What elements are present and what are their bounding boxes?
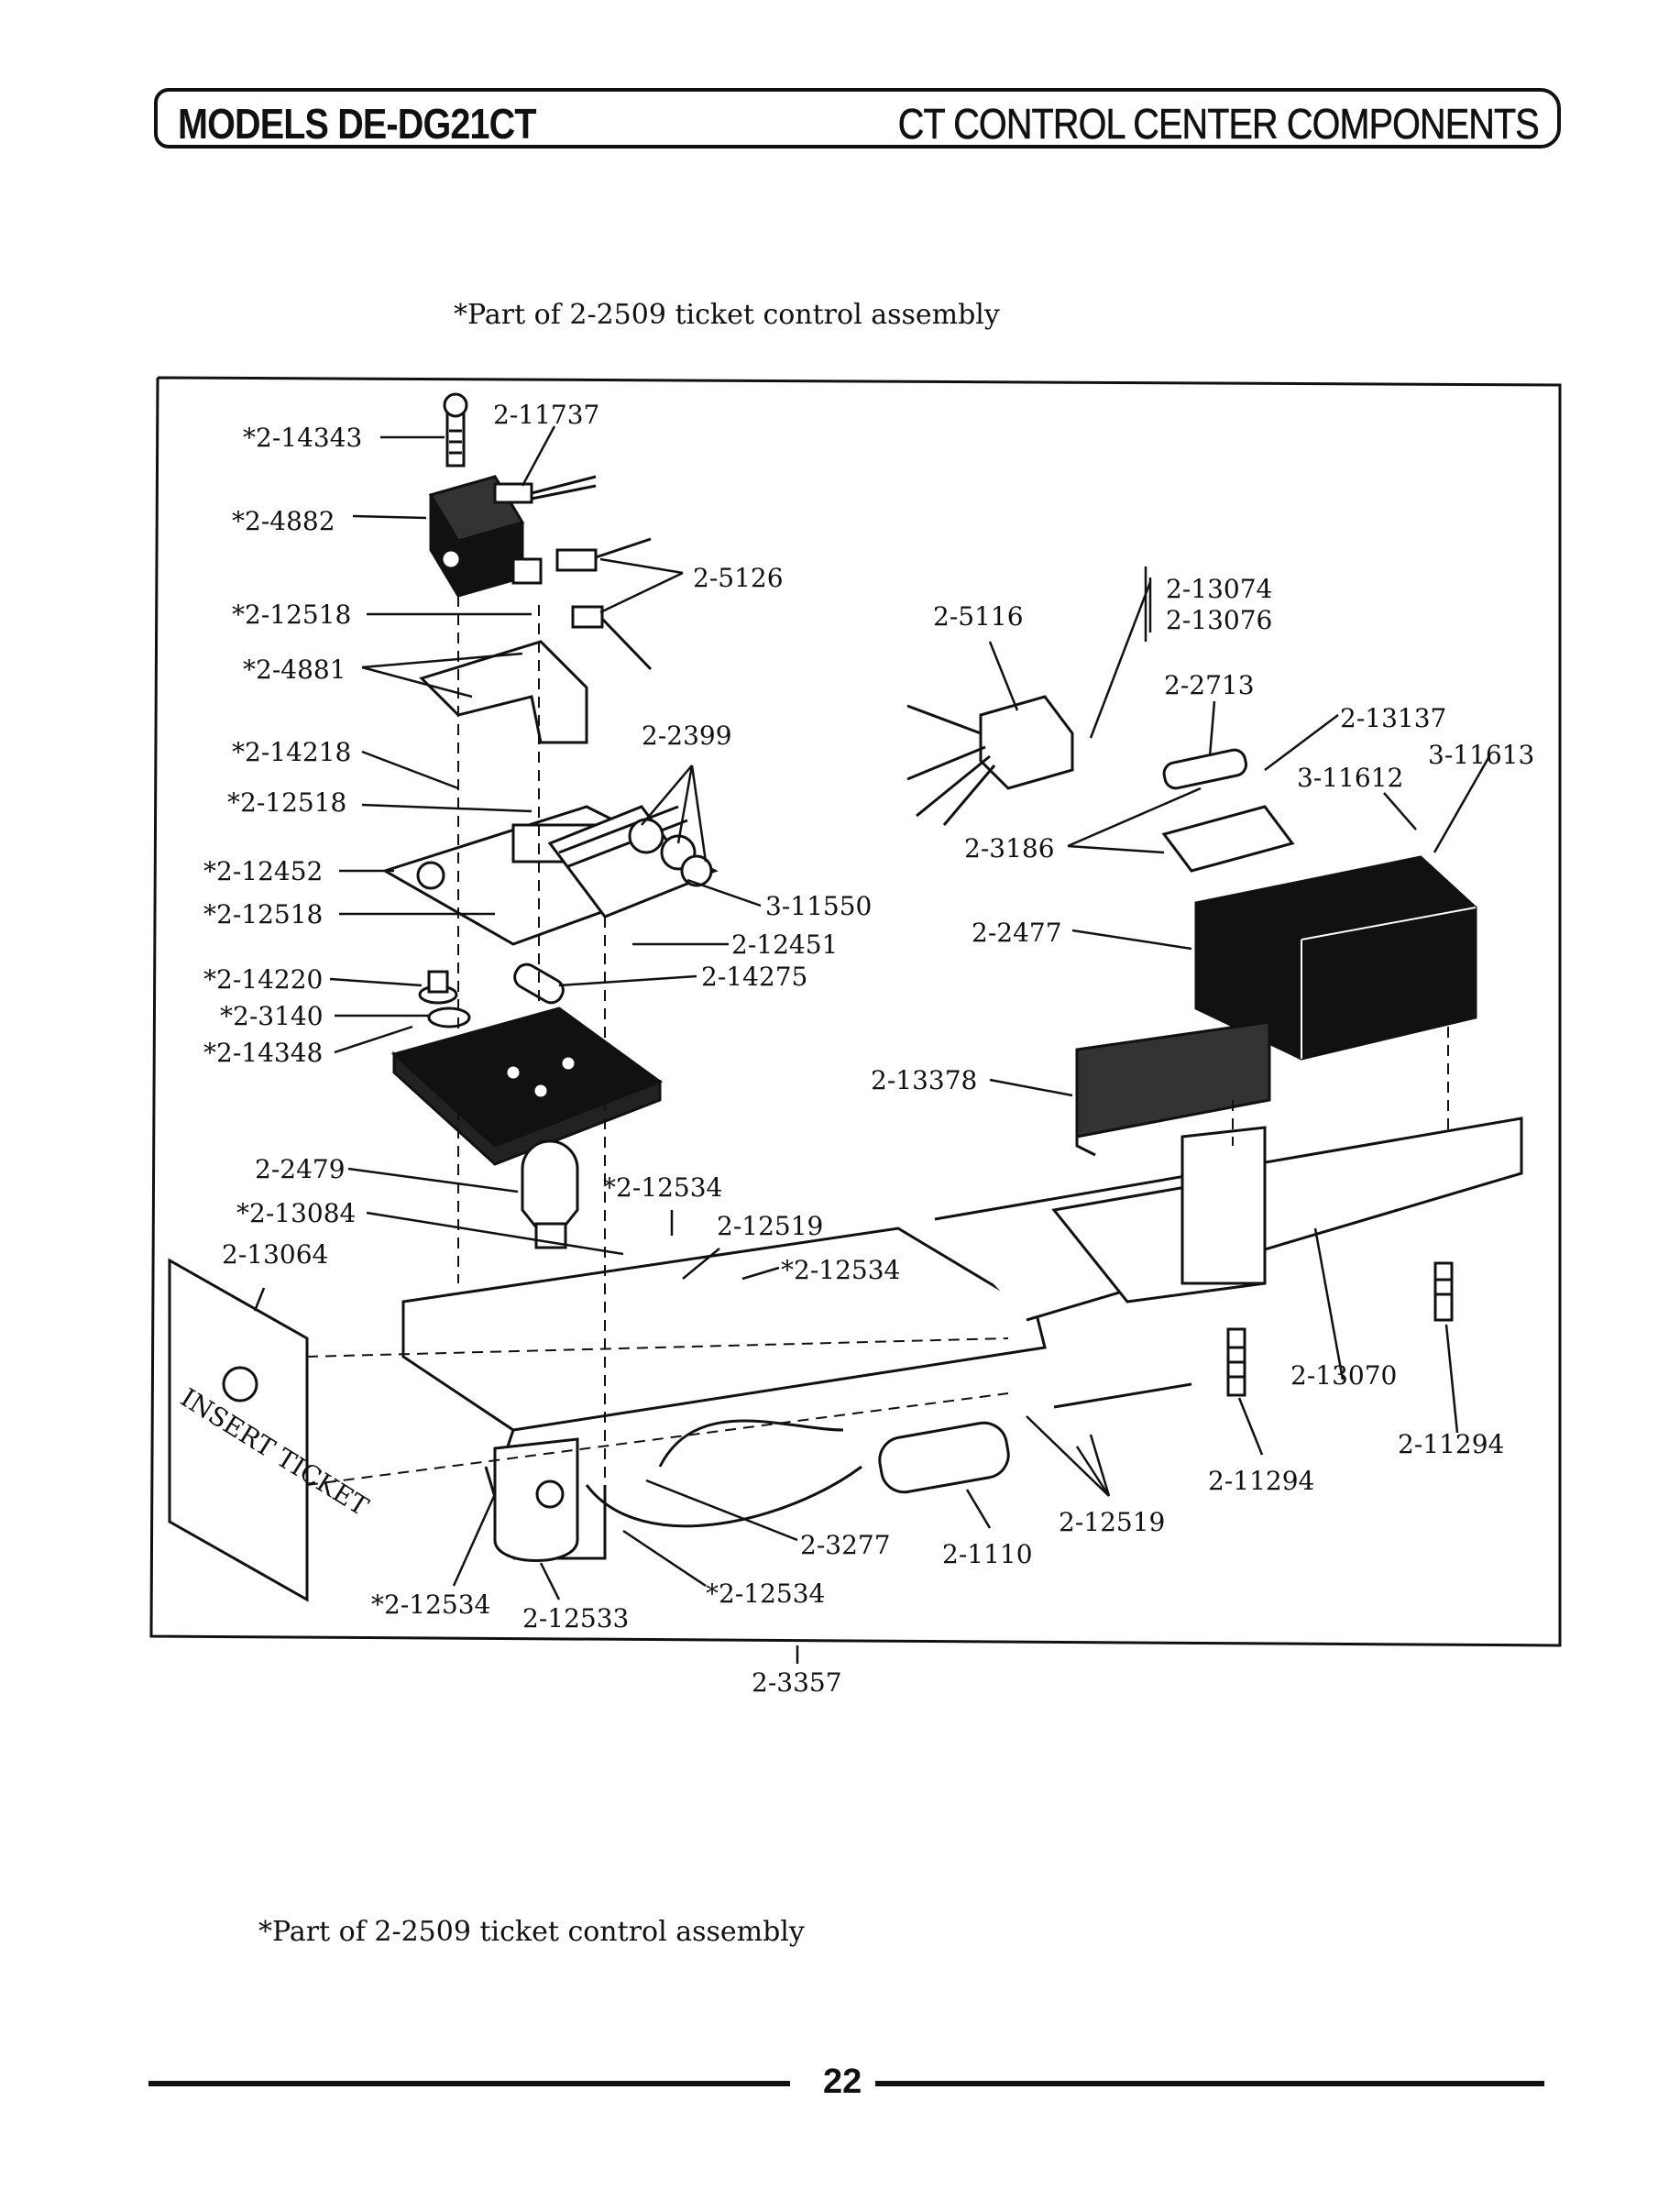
label-2-3186: 2-3186: [964, 833, 1055, 864]
lamp-2479: [521, 1139, 579, 1249]
label-2-13074: 2-13074: [1166, 574, 1272, 604]
assembly-note-bottom: *Part of 2-2509 ticket control assembly: [258, 1916, 805, 1948]
label-2-2399: 2-2399: [642, 720, 732, 751]
fuse-holder-3186: [1161, 805, 1295, 873]
label-3-11550: 3-11550: [765, 891, 872, 921]
label-2-3140: *2-3140: [220, 1001, 324, 1031]
bolt-11294-a: [1226, 1327, 1246, 1397]
label-2-14343: *2-14343: [243, 423, 362, 453]
footer-rule-left: [148, 2081, 790, 2086]
label-2-12519-b: 2-12519: [1059, 1507, 1165, 1537]
label-2-4881: *2-4881: [243, 654, 346, 685]
label-2-12519-a: 2-12519: [717, 1211, 823, 1241]
label-2-4882: *2-4882: [232, 506, 335, 536]
section-title: CT CONTROL CENTER COMPONENTS: [897, 100, 1540, 148]
parts-drawings: [168, 392, 1523, 1602]
label-2-13378: 2-13378: [871, 1065, 977, 1095]
label-2-11737: 2-11737: [493, 400, 599, 430]
models-title: MODELS DE-DG21CT: [178, 100, 537, 148]
leader-lines: [253, 425, 1491, 1664]
label-2-12518-b: *2-12518: [227, 787, 346, 818]
label-2-12534-a: *2-12534: [603, 1172, 722, 1203]
label-2-14348: *2-14348: [203, 1038, 323, 1068]
footer-rule-right: [875, 2081, 1544, 2086]
label-3-11612: 3-11612: [1297, 763, 1403, 793]
fuse-2713: [1162, 748, 1247, 790]
insert-ticket-panel: [168, 1258, 309, 1602]
base-plate-14348: [390, 1006, 664, 1166]
label-2-2479: 2-2479: [255, 1154, 346, 1184]
label-2-12534-c: *2-12534: [706, 1578, 825, 1609]
assembly-note-top: *Part of 2-2509 ticket control assembly: [454, 299, 1000, 331]
label-2-12451: 2-12451: [731, 930, 838, 960]
label-2-12534-d: *2-12534: [371, 1590, 490, 1620]
wire-3277: [585, 1382, 1192, 1528]
label-2-14220: *2-14220: [203, 964, 323, 995]
switch-4882: [428, 475, 543, 598]
chassis-3357: [401, 1116, 1523, 1560]
socket-12533: [493, 1437, 579, 1562]
label-2-12518-a: *2-12518: [232, 600, 351, 630]
bolt-11294-b: [1433, 1261, 1454, 1322]
label-3-11613: 3-11613: [1428, 740, 1534, 770]
screw-14343: [443, 392, 468, 468]
label-2-12534-b: *2-12534: [781, 1255, 900, 1285]
label-2-5116: 2-5116: [933, 601, 1024, 632]
pin-14275: [513, 962, 565, 1005]
terminal-5126: [555, 537, 653, 671]
washer-3140: [427, 1006, 471, 1028]
label-2-12518-c: *2-12518: [203, 899, 323, 930]
capacitor-1110: [878, 1421, 1010, 1494]
label-2-13084: *2-13084: [236, 1198, 356, 1228]
label-2-12533: 2-12533: [522, 1603, 629, 1634]
label-2-14218: *2-14218: [232, 737, 351, 767]
alignment-lines: [306, 596, 1449, 1486]
label-2-13076: 2-13076: [1166, 605, 1272, 635]
label-2-14275: 2-14275: [701, 962, 807, 992]
bracket-4881: [419, 640, 588, 744]
label-2-5126: 2-5126: [693, 563, 784, 593]
label-2-11294-b: 2-11294: [1208, 1466, 1314, 1496]
diagram-frame: [149, 376, 1562, 1647]
screen-13378: [1075, 1020, 1271, 1157]
label-2-13070: 2-13070: [1290, 1360, 1397, 1391]
label-2-3277: 2-3277: [800, 1530, 891, 1560]
transformer-2477: [1194, 855, 1477, 1061]
label-2-1110: 2-1110: [942, 1539, 1033, 1569]
terminal-11737: [493, 475, 597, 504]
label-2-12452: *2-12452: [203, 856, 323, 886]
page-header: MODELS DE-DG21CT CT CONTROL CENTER COMPO…: [154, 88, 1561, 148]
resistor-strip-2399: [547, 805, 713, 918]
label-2-2713: 2-2713: [1164, 670, 1255, 700]
page-number: 22: [823, 2062, 862, 2101]
label-2-13064: 2-13064: [222, 1239, 328, 1270]
connector-5116: [906, 695, 1074, 826]
label-2-2477: 2-2477: [972, 918, 1062, 948]
washer-14220: [418, 970, 458, 1005]
label-2-3357: 2-3357: [752, 1667, 842, 1698]
label-2-11294-a: 2-11294: [1398, 1429, 1504, 1459]
label-2-13137: 2-13137: [1340, 703, 1446, 733]
